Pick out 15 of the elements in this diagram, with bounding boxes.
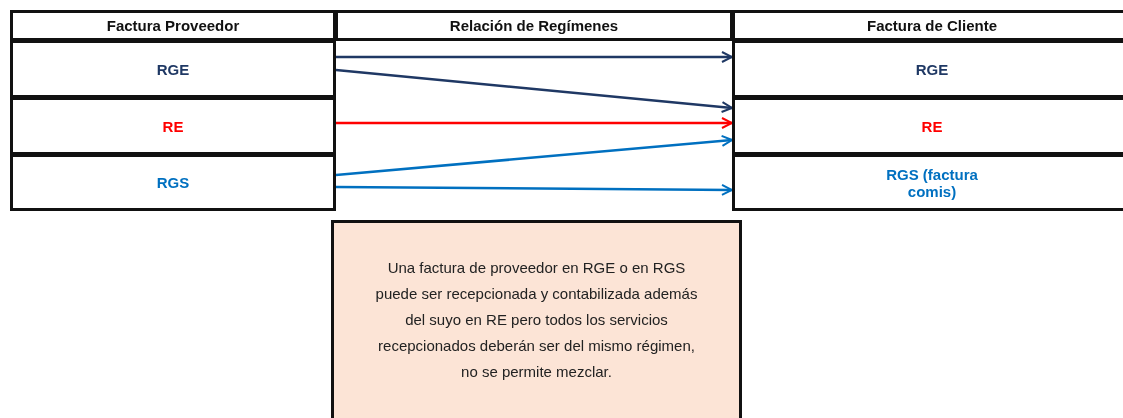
- header-cell: Factura Proveedor: [10, 10, 336, 41]
- header-cell: Factura de Cliente: [732, 10, 1123, 41]
- arrow: [336, 51, 733, 63]
- arrow: [336, 117, 733, 129]
- table-cell: RGS (factura comis): [732, 154, 1123, 211]
- arrow: [335, 68, 733, 113]
- table-cell: RGS: [10, 154, 336, 211]
- header-cell: Relación de Regímenes: [335, 10, 733, 41]
- arrow: [336, 183, 733, 196]
- arrow: [335, 134, 733, 177]
- table-cell: RGE: [732, 40, 1123, 98]
- table-cell: RGE: [10, 40, 336, 98]
- table-cell: RE: [10, 97, 336, 155]
- note-box: Una factura de proveedor en RGE o en RGS puede ser recepcionada y contabilizada además del suyo en RE pero todos los servicios recepcionados deberán ser del mismo régimen, no se permite mezclar.: [331, 220, 742, 418]
- table-cell: RE: [732, 97, 1123, 155]
